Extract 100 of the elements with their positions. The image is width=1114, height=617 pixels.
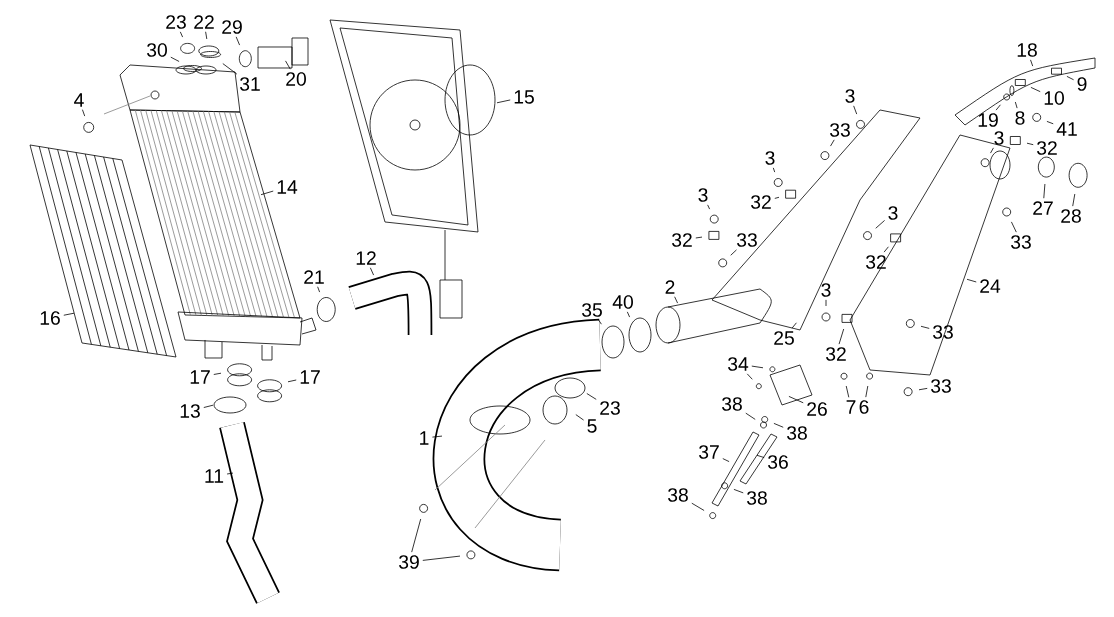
callout-number: 12	[356, 251, 376, 265]
callout-number: 35	[582, 303, 602, 317]
leader-line	[1014, 101, 1018, 109]
callout-number: 10	[1044, 91, 1064, 105]
leader-line	[791, 322, 797, 329]
callout-number: 32	[672, 233, 692, 247]
leader-line	[317, 286, 320, 293]
callout-number: 23	[166, 15, 186, 29]
leader-line	[695, 236, 703, 239]
callout-number: 38	[668, 488, 688, 502]
leader-line	[213, 372, 222, 375]
leader-line	[170, 56, 180, 62]
callout-number: 21	[304, 270, 324, 284]
callout-number: 4	[74, 93, 84, 107]
callout-number: 3	[994, 131, 1004, 145]
callout-number: 28	[1061, 209, 1081, 223]
leader-line	[990, 147, 994, 154]
leader-line	[287, 379, 297, 383]
callout-number: 29	[222, 20, 242, 34]
leader-line	[1066, 76, 1074, 81]
leader-line	[773, 423, 784, 428]
leader-line	[883, 246, 889, 253]
callout-number: 19	[978, 113, 998, 127]
leader-line	[772, 167, 776, 173]
callout-number: 33	[931, 379, 951, 393]
leader-line	[82, 109, 86, 117]
leader-line	[1046, 121, 1054, 125]
leader-line	[222, 63, 238, 75]
leader-line	[205, 31, 208, 40]
leader-line	[63, 312, 75, 316]
leader-line	[830, 139, 835, 147]
callout-number: 32	[1037, 141, 1057, 155]
callout-number: 5	[587, 419, 597, 433]
callout-number: 14	[277, 180, 298, 194]
leader-line	[707, 204, 710, 210]
leader-line	[369, 267, 374, 276]
leader-line	[179, 31, 183, 38]
callout-number: 40	[612, 295, 633, 309]
leader-line	[730, 249, 737, 256]
callout-number: 32	[866, 255, 886, 269]
callout-number: 13	[180, 404, 200, 418]
leader-line	[745, 412, 756, 420]
callout-number: 9	[1077, 77, 1087, 91]
callout-number: 30	[147, 43, 167, 57]
callout-number: 3	[765, 151, 775, 165]
leader-line	[966, 278, 977, 283]
leader-line	[722, 458, 730, 462]
leader-line	[626, 311, 630, 318]
leader-line	[825, 299, 827, 307]
leader-line	[226, 472, 234, 475]
leader-line	[853, 105, 858, 115]
leader-line	[920, 325, 930, 329]
callout-number: 3	[888, 206, 898, 220]
callout-number: 18	[1017, 43, 1037, 57]
callout-number: 32	[751, 195, 771, 209]
callout-number: 33	[933, 325, 953, 339]
callout-number: 23	[600, 401, 620, 415]
leader-line	[575, 414, 584, 421]
leader-line	[751, 365, 764, 369]
callout-number: 16	[40, 311, 60, 325]
callout-number: 32	[826, 347, 846, 361]
leader-line	[995, 104, 1001, 111]
leader-line	[1030, 87, 1041, 93]
leader-line	[203, 404, 214, 408]
leader-line	[432, 435, 443, 438]
leader-line	[733, 489, 744, 494]
callout-number: 3	[821, 283, 831, 297]
callout-number: 3	[698, 188, 708, 202]
callout-number: 38	[747, 491, 767, 505]
callout-number: 7	[846, 400, 856, 414]
callout-number: 17	[190, 370, 210, 384]
leader-line	[1072, 193, 1076, 207]
callout-number: 24	[980, 279, 1001, 293]
leader-line	[235, 36, 240, 46]
leader-line	[865, 385, 869, 398]
leader-line	[586, 393, 597, 400]
callout-number: 37	[699, 445, 719, 459]
callout-number: 36	[768, 455, 788, 469]
leader-line	[1030, 59, 1034, 67]
callout-number: 6	[859, 400, 869, 414]
callout-number: 33	[830, 123, 850, 137]
callout-number: 20	[286, 72, 306, 86]
callout-number: 38	[787, 426, 807, 440]
callout-number: 39	[399, 555, 419, 569]
callout-number: 31	[240, 77, 260, 91]
callout-number: 11	[205, 469, 224, 483]
leader-line	[838, 328, 845, 345]
leader-line	[691, 502, 705, 511]
leader-line	[845, 385, 850, 398]
callout-number: 15	[514, 90, 534, 104]
callout-number: 8	[1015, 111, 1025, 125]
callout-number: 17	[300, 370, 320, 384]
callout-number: 33	[1011, 235, 1031, 249]
leader-line	[260, 190, 274, 196]
leader-line	[598, 319, 602, 325]
callout-number: 34	[728, 357, 749, 371]
callout-number: 38	[722, 397, 742, 411]
callout-number: 3	[845, 89, 855, 103]
leader-line	[1011, 221, 1017, 233]
leader-line	[422, 555, 461, 561]
